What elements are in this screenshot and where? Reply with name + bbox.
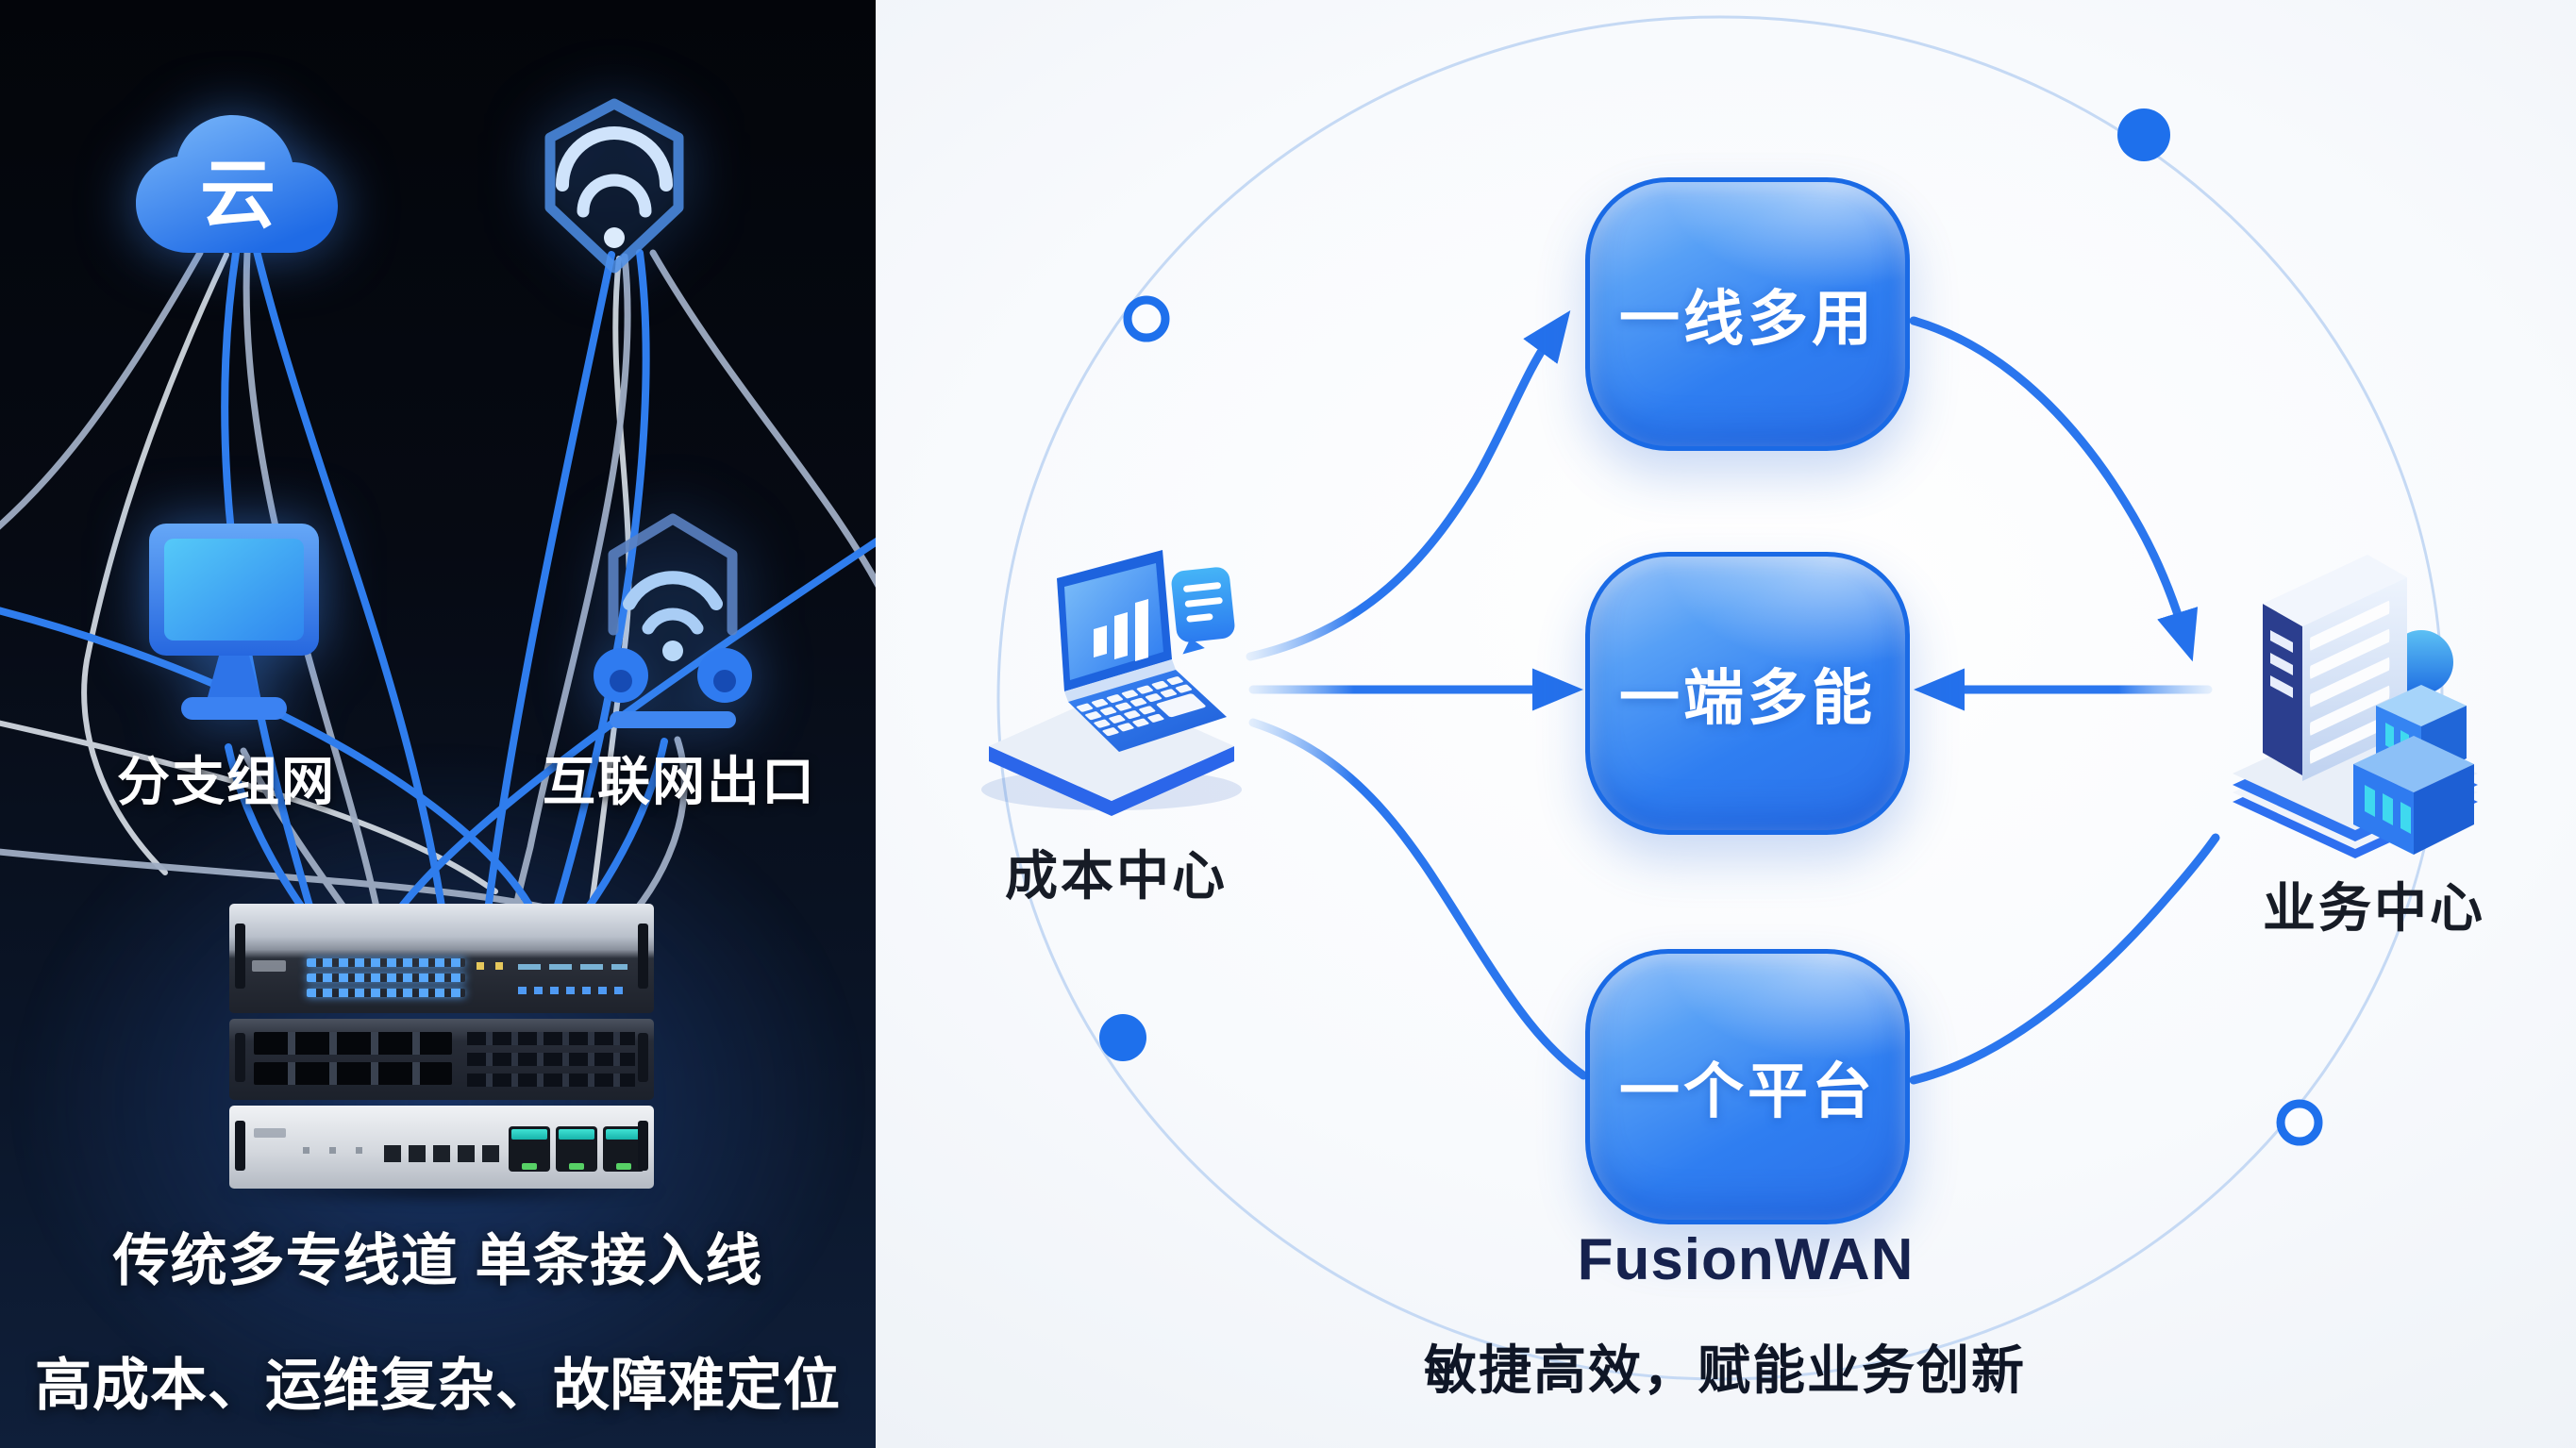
rack-switch-middle — [229, 1019, 654, 1100]
feature-box-label: 一端多能 — [1619, 664, 1876, 732]
business-center-label: 业务中心 — [2263, 878, 2485, 938]
left-caption-line2: 高成本、运维复杂、故障难定位 — [35, 1354, 841, 1417]
rack-switch-top — [229, 904, 654, 1013]
decorative-ring-top-left — [1123, 295, 1170, 342]
decorative-dot-filled-top — [2117, 108, 2170, 161]
rack-router-bottom — [229, 1106, 654, 1189]
buildings-business-center-icon — [2233, 555, 2478, 858]
cloud-icon: 云 — [136, 115, 338, 253]
decorative-ring-bottom-right — [2276, 1099, 2323, 1146]
switch-stack — [216, 904, 667, 1204]
feature-box-label: 一线多用 — [1619, 285, 1876, 353]
line-cost-to-box3 — [1248, 718, 1588, 1080]
feature-box-multi-capability-endpoint: 一端多能 — [1585, 552, 1910, 835]
left-caption-line1: 传统多专线道 单条接入线 — [112, 1229, 763, 1292]
laptop-cost-center-icon — [981, 550, 1242, 816]
feature-box-label: 一个平台 — [1619, 1057, 1876, 1125]
traditional-network-panel: 云 — [0, 0, 876, 1448]
chat-bubble-icon — [1171, 567, 1235, 655]
fusionwan-diagram-panel: 一线多用 一端多能 一个平台 — [876, 0, 2576, 1448]
cloud-icon-label: 云 — [200, 153, 276, 237]
feature-box-multi-use-line: 一线多用 — [1585, 177, 1910, 451]
decorative-dot-filled-bottom — [1099, 1014, 1146, 1061]
internet-exit-label: 互联网出口 — [543, 752, 816, 811]
router-wifi-icon — [594, 513, 752, 728]
feature-box-one-platform: 一个平台 — [1585, 949, 1910, 1224]
cost-center-label: 成本中心 — [1005, 846, 1228, 906]
wifi-shield-icon — [544, 98, 684, 274]
branch-network-label: 分支组网 — [117, 752, 336, 811]
arrow-cost-to-box1 — [1246, 309, 1571, 661]
slogan-text: 敏捷高效，赋能业务创新 — [1424, 1340, 2026, 1400]
monitor-icon — [149, 524, 319, 720]
arrow-box1-to-business — [1909, 316, 2199, 662]
product-name: FusionWAN — [1577, 1227, 1915, 1292]
line-box3-to-business — [1909, 833, 2220, 1085]
